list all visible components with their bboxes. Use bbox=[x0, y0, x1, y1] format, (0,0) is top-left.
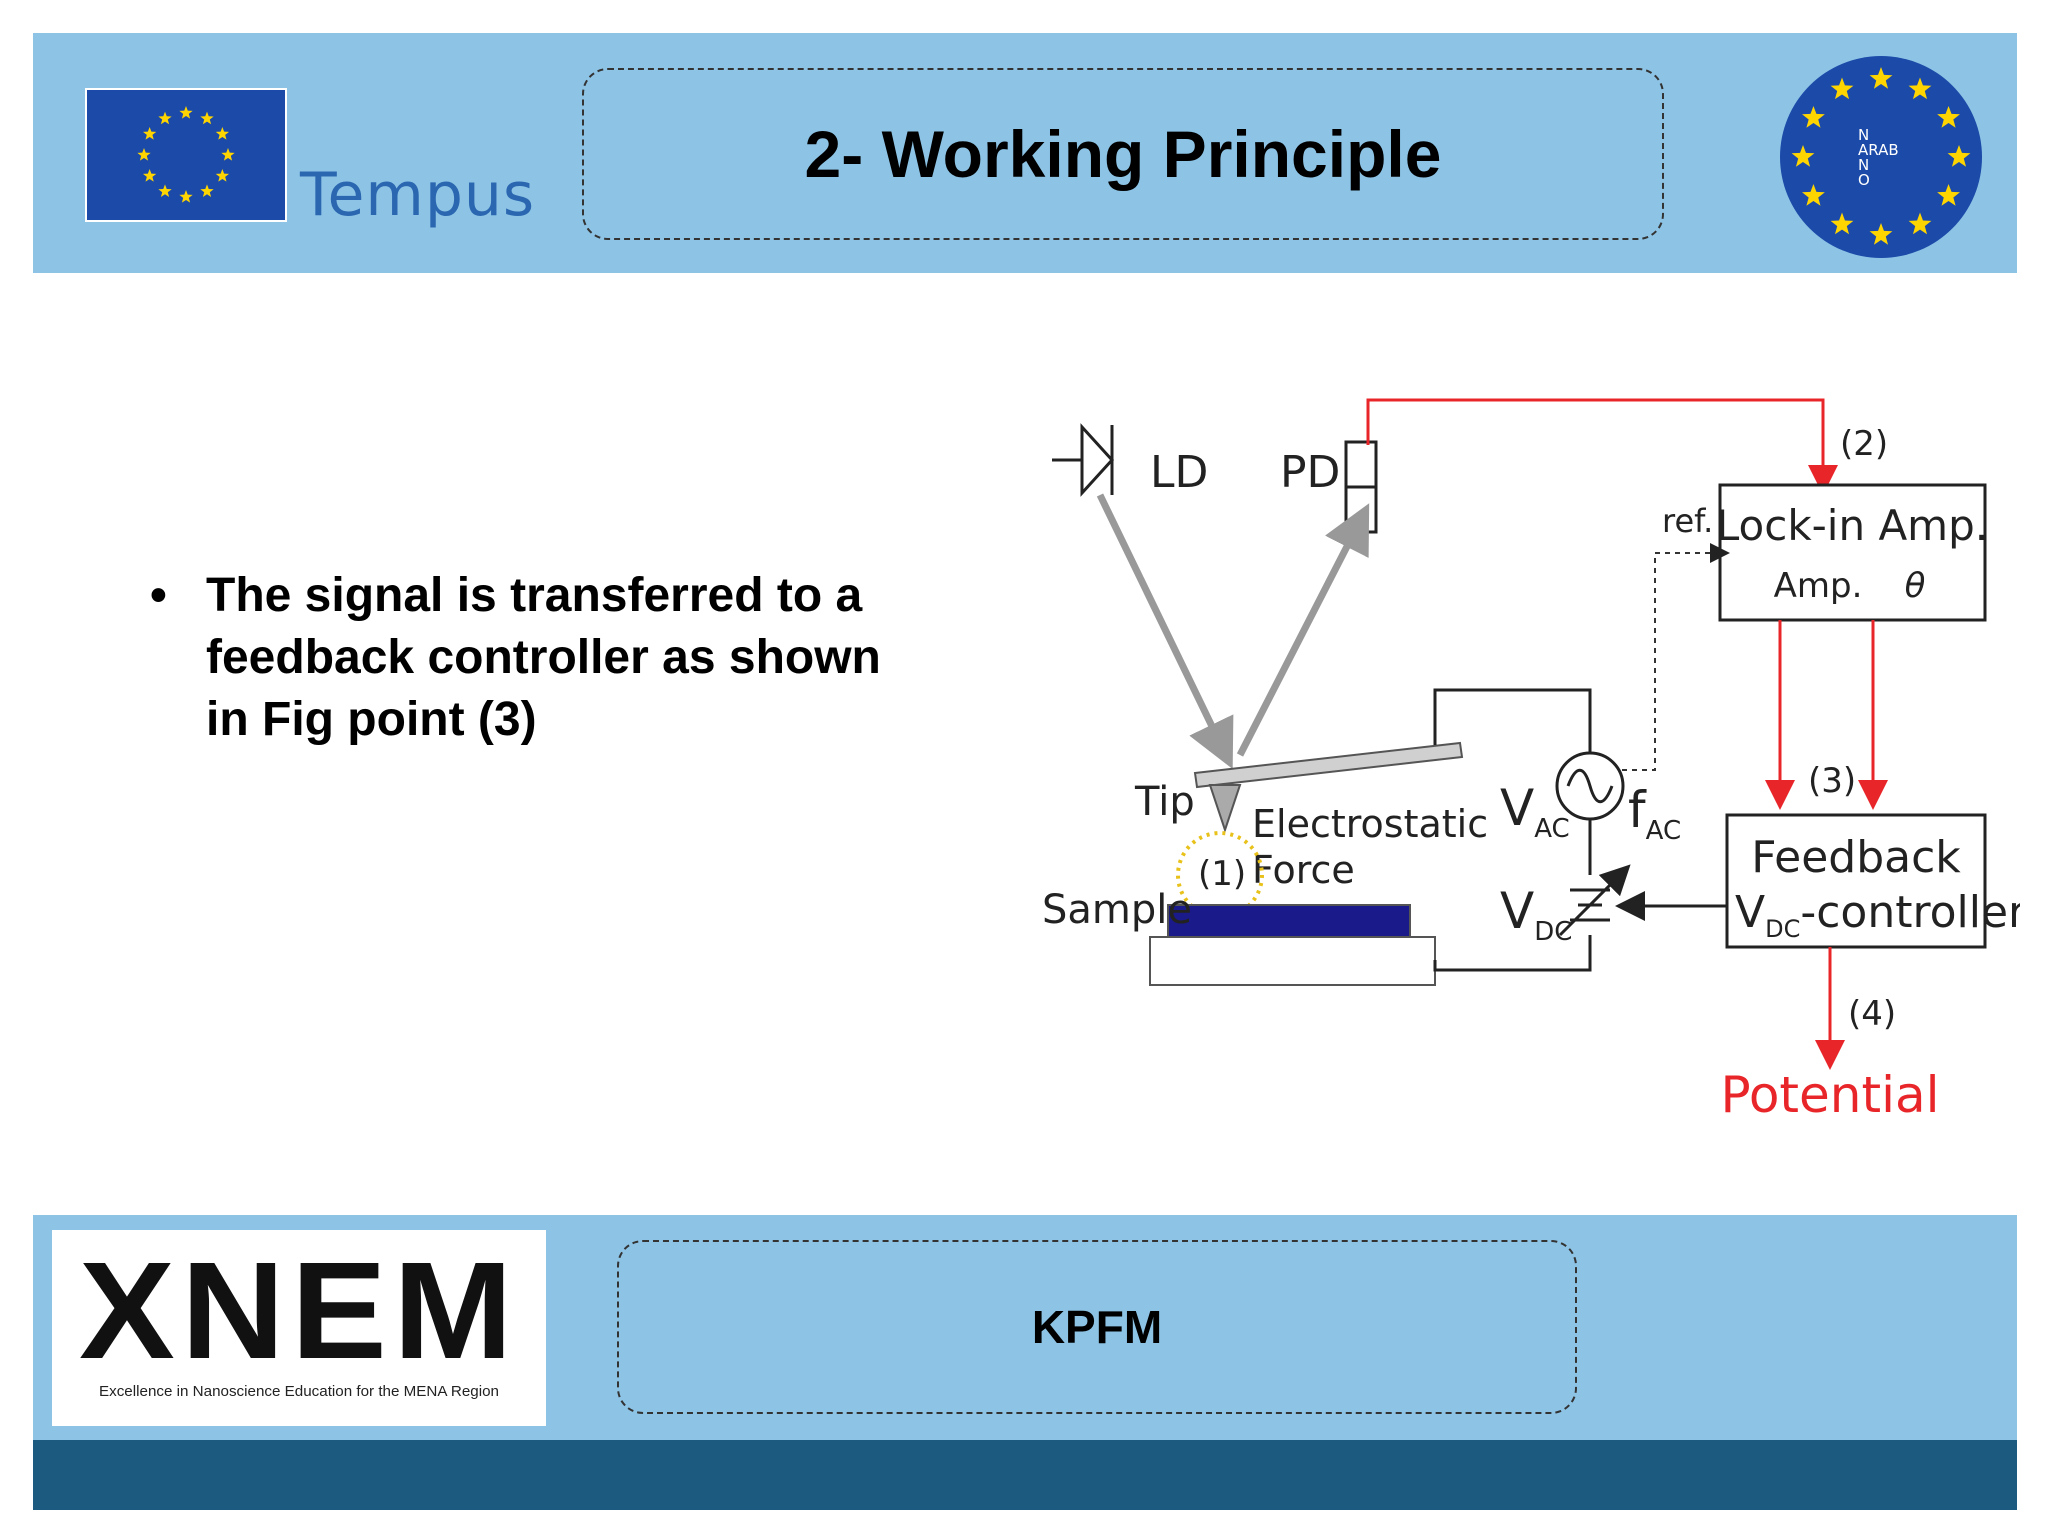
laser-diode-symbol bbox=[1052, 423, 1115, 497]
eu-star-icon bbox=[158, 111, 172, 125]
substrate bbox=[1149, 936, 1436, 986]
bottom-bar bbox=[33, 1440, 2017, 1510]
xnem-logo-text: XNEM bbox=[79, 1234, 519, 1388]
narab-letter-n2: N bbox=[1858, 156, 1869, 174]
lockin-theta-label: θ bbox=[1905, 566, 1926, 606]
fac-label: fAC bbox=[1628, 781, 1681, 846]
narab-star-icon bbox=[1869, 67, 1893, 89]
narab-letter-arab: ARAB bbox=[1858, 141, 1899, 159]
bullet-item: • The signal is transferred to a feedbac… bbox=[150, 565, 910, 751]
eu-star-icon bbox=[200, 111, 214, 125]
narab-star-icon bbox=[1830, 77, 1854, 100]
eu-star-icon bbox=[200, 184, 214, 198]
reference-line bbox=[1612, 543, 1730, 771]
signal-line-pd-lockin bbox=[1366, 398, 1838, 495]
circuit-wire-top bbox=[1433, 688, 1592, 755]
label-4: (4) bbox=[1848, 994, 1896, 1034]
narab-star-icon bbox=[1937, 106, 1960, 128]
tempus-logo-text: Tempus bbox=[300, 160, 536, 230]
narab-nano-logo: N ARAB N O bbox=[1780, 56, 1982, 258]
title-box: 2- Working Principle bbox=[582, 68, 1664, 240]
content-area bbox=[33, 273, 2017, 1215]
narab-star-icon bbox=[1830, 212, 1854, 235]
eu-star-icon bbox=[179, 190, 193, 203]
footer-box: KPFM bbox=[617, 1240, 1577, 1414]
feedback-v-label: VDC-controller bbox=[1735, 887, 2020, 943]
force-label: Force bbox=[1252, 848, 1355, 892]
narab-letter-o: O bbox=[1858, 171, 1870, 189]
xnem-logo: XNEM Excellence in Nanoscience Education… bbox=[52, 1230, 546, 1426]
feedback-title: Feedback bbox=[1751, 832, 1961, 883]
narab-star-icon bbox=[1937, 184, 1960, 206]
reflected-beam bbox=[1236, 503, 1370, 757]
page-title: 2- Working Principle bbox=[804, 117, 1442, 191]
bullet-text: The signal is transferred to a feedback … bbox=[206, 569, 881, 746]
circuit-wire-bottom bbox=[1433, 935, 1592, 972]
potential-label: Potential bbox=[1720, 1066, 1939, 1124]
kpfm-diagram: LD PD (2) Lock-in Amp. Amp. θ ref. (3) F… bbox=[1042, 398, 2020, 1124]
eu-star-icon bbox=[179, 106, 193, 119]
vdc-label: VDC bbox=[1500, 882, 1572, 947]
sample-label: Sample bbox=[1042, 887, 1192, 933]
pd-label: PD bbox=[1280, 447, 1340, 498]
dc-source-symbol bbox=[1558, 864, 1631, 937]
eu-star-icon bbox=[142, 169, 157, 182]
eu-star-icon bbox=[215, 127, 230, 140]
label-2: (2) bbox=[1840, 424, 1888, 464]
ac-source-symbol bbox=[1555, 751, 1625, 821]
eu-flag-logo bbox=[85, 88, 287, 222]
label-3: (3) bbox=[1808, 761, 1856, 801]
narab-star-icon bbox=[1869, 223, 1893, 245]
narab-star-icon bbox=[1802, 106, 1825, 128]
lockin-amp-label: Amp. bbox=[1774, 566, 1863, 606]
xnem-logo-subtitle: Excellence in Nanoscience Education for … bbox=[99, 1383, 499, 1400]
narab-star-icon bbox=[1947, 145, 1971, 167]
photodetector-symbol bbox=[1344, 440, 1378, 534]
xnem-logo-graphic: XNEM Excellence in Nanoscience Education… bbox=[79, 1234, 519, 1400]
eu-star-icon bbox=[158, 184, 172, 198]
header-band bbox=[33, 33, 2017, 273]
vac-label: VAC bbox=[1500, 779, 1570, 844]
label-1: (1) bbox=[1198, 854, 1246, 894]
narab-letter-n1: N bbox=[1858, 126, 1869, 144]
tip bbox=[1208, 784, 1242, 834]
incident-beam bbox=[1096, 493, 1234, 770]
narab-star-icon bbox=[1791, 145, 1815, 167]
ref-label: ref. bbox=[1662, 502, 1713, 540]
narab-star-icon bbox=[1908, 212, 1932, 235]
sample bbox=[1167, 904, 1411, 938]
lockin-title: Lock-in Amp. bbox=[1716, 501, 1988, 550]
eu-star-icon bbox=[221, 148, 235, 161]
electrostatic-label: Electrostatic bbox=[1252, 802, 1488, 846]
eu-star-icon bbox=[215, 169, 230, 182]
bullet-marker: • bbox=[150, 569, 167, 622]
feedback-controller-box bbox=[1725, 813, 1987, 949]
cantilever bbox=[1193, 741, 1464, 789]
ld-label: LD bbox=[1150, 447, 1208, 498]
narab-star-icon bbox=[1908, 77, 1932, 100]
eu-star-icon bbox=[137, 148, 151, 161]
narab-star-icon bbox=[1802, 184, 1825, 206]
tip-label: Tip bbox=[1134, 779, 1195, 825]
footer-label: KPFM bbox=[1031, 1301, 1163, 1353]
eu-star-icon bbox=[142, 127, 157, 140]
